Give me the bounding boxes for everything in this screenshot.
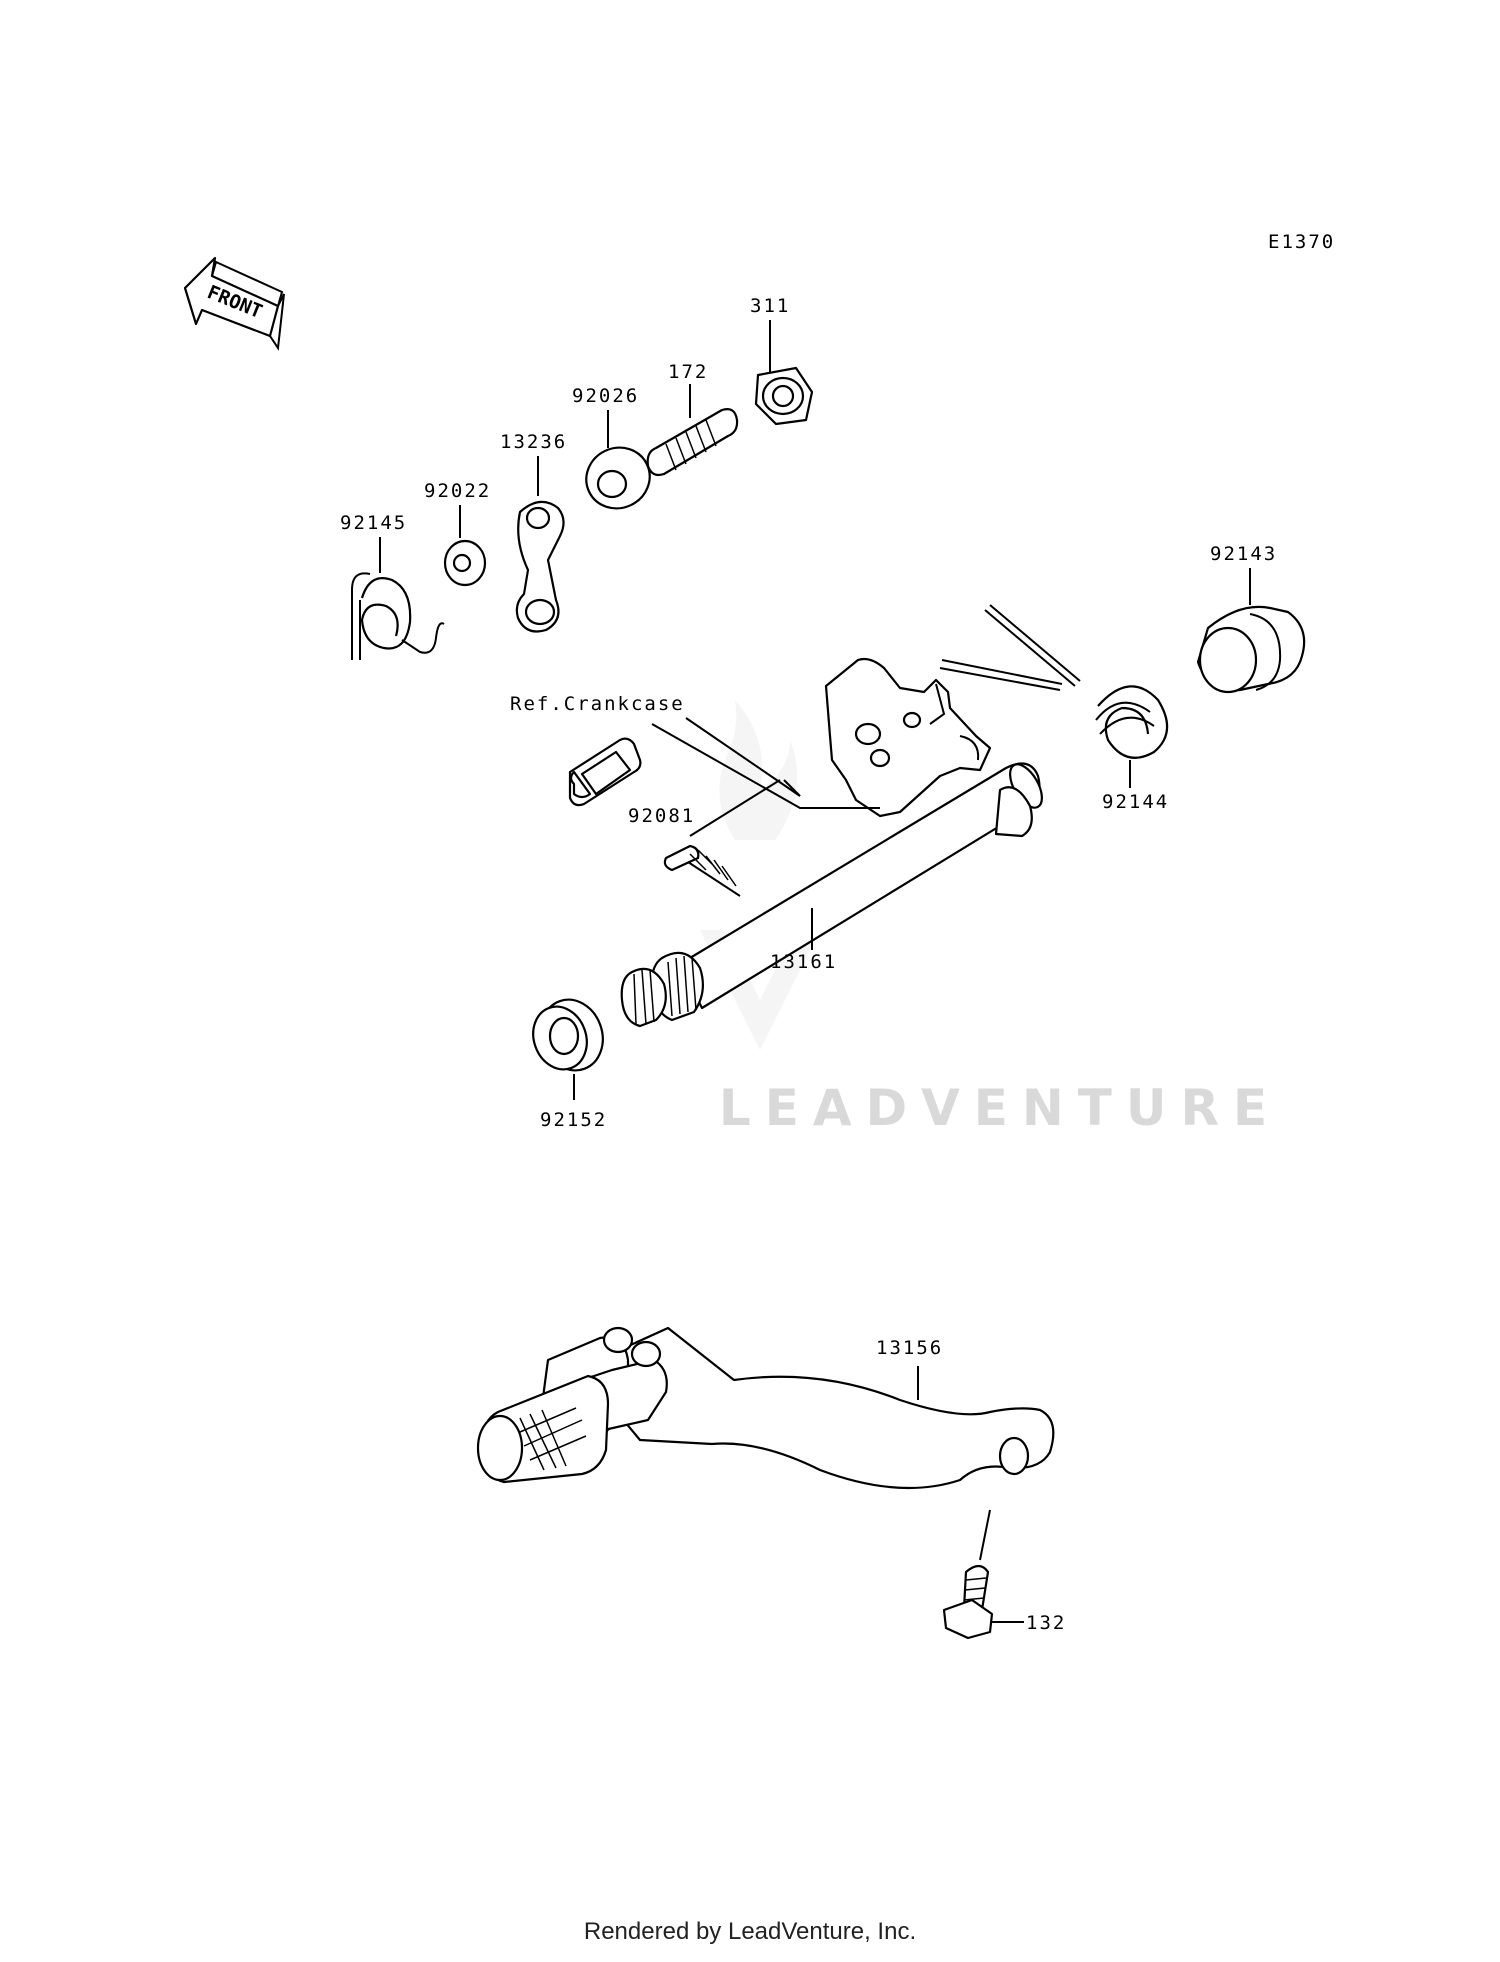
part-132-bolt bbox=[942, 1509, 1024, 1640]
part-label-92081: 92081 bbox=[628, 805, 695, 827]
ref-crankcase-bolt bbox=[568, 717, 880, 809]
part-92144-spring bbox=[939, 604, 1169, 788]
part-label-92144: 92144 bbox=[1102, 791, 1169, 813]
part-311-nut bbox=[754, 320, 814, 426]
footer-credit: Rendered by LeadVenture, Inc. bbox=[583, 1918, 917, 1945]
part-label-13156: 13156 bbox=[876, 1337, 943, 1359]
part-92152-seal bbox=[532, 998, 604, 1100]
part-label-92143: 92143 bbox=[1210, 543, 1277, 565]
ref-crankcase-label: Ref.Crankcase bbox=[510, 693, 685, 715]
part-label-132: 132 bbox=[1026, 1612, 1066, 1634]
part-172-stud bbox=[646, 384, 739, 477]
watermark-text: LEADVENTURE bbox=[719, 1079, 1281, 1137]
part-92143-bushing bbox=[1196, 568, 1306, 694]
part-92081-pin-spring bbox=[663, 779, 781, 897]
part-label-92022: 92022 bbox=[424, 480, 491, 502]
part-label-92145: 92145 bbox=[340, 512, 407, 534]
part-label-172: 172 bbox=[668, 361, 708, 383]
part-label-92026: 92026 bbox=[572, 385, 639, 407]
front-arrow-icon: FRONT bbox=[183, 256, 285, 351]
part-label-92152: 92152 bbox=[540, 1109, 607, 1131]
part-92026-washer bbox=[585, 410, 651, 510]
part-92022-washer bbox=[443, 505, 487, 587]
diagram-code: E1370 bbox=[1268, 231, 1335, 253]
part-label-13161: 13161 bbox=[770, 951, 837, 973]
part-label-13236: 13236 bbox=[500, 431, 567, 453]
part-13236-link bbox=[515, 456, 565, 633]
part-label-311: 311 bbox=[750, 295, 790, 317]
part-92145-spring bbox=[351, 537, 445, 660]
part-13161-shaft bbox=[620, 762, 1043, 1028]
part-13156-shift-pedal bbox=[476, 1326, 1055, 1490]
shift-shaft-bracket bbox=[824, 657, 992, 818]
